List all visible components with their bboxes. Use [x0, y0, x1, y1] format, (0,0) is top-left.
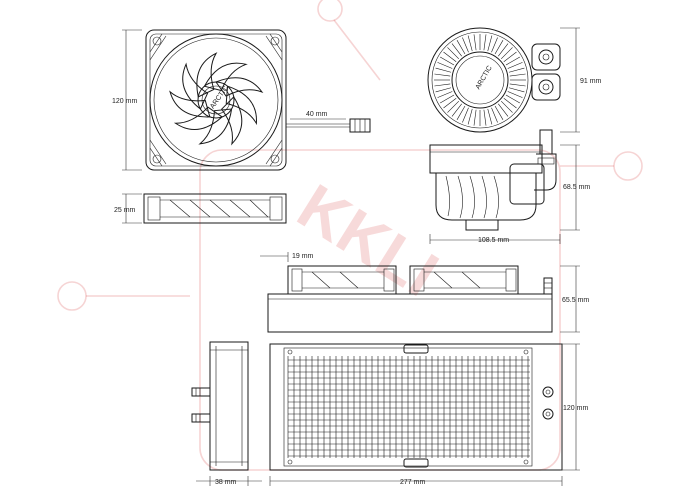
pump-fin [447, 47, 459, 59]
pump-fin [494, 105, 504, 120]
fan-side-view [143, 193, 287, 224]
pump-fin [507, 91, 523, 98]
dim-radiator-length: 277 mm [269, 476, 563, 486]
fan-blade [203, 62, 248, 92]
pump-fin [487, 35, 493, 52]
pump-fin [440, 94, 455, 104]
dim-fan-thickness: 25 mm [114, 193, 142, 224]
pump-fin [487, 108, 493, 125]
pump-fin [498, 43, 509, 57]
radiator-assembly-label: 65.5 mm [562, 297, 589, 304]
dim-pump-height: 91 mm [560, 27, 602, 133]
dim-radiator-height: 120 mm [560, 343, 588, 471]
radiator-end-view [191, 341, 249, 471]
pump-side-view [429, 129, 557, 231]
fan-blade [225, 85, 257, 126]
pump-fin [434, 83, 451, 87]
dim-pump-body: 68.5 mm [560, 144, 590, 231]
pump-fin [498, 103, 509, 117]
fan-blade [169, 90, 211, 118]
dim-fan-offset: 19 mm [260, 252, 314, 262]
dim-pump-width: 108.5 mm [429, 234, 561, 244]
pump-fin [443, 98, 457, 109]
fan-blade [221, 96, 243, 146]
pump-fin [462, 107, 469, 123]
fan-height-label: 120 mm [112, 98, 137, 105]
pump-fin [508, 67, 525, 73]
pump-fin [491, 37, 498, 53]
pump-fin [447, 101, 459, 113]
fan-blade [196, 52, 218, 98]
pump-fin [451, 43, 462, 57]
pump-fin [507, 62, 523, 69]
cable-length-label: 40 mm [306, 111, 328, 118]
fan-offset-label: 19 mm [292, 253, 314, 260]
pump-fin [451, 103, 462, 117]
fan-blade [198, 108, 233, 145]
pump-fin [505, 94, 520, 104]
pump-fin [508, 87, 525, 93]
pump-fin [509, 73, 526, 77]
pump-fin [503, 51, 517, 62]
pump-fin [494, 40, 504, 55]
dim-fan-height: 120 mm [112, 29, 142, 171]
pump-top-view: ARCTIC [427, 27, 561, 133]
pump-fin [509, 83, 526, 87]
pump-fin [503, 98, 517, 109]
fan-front-view: ARCTIC [145, 29, 371, 171]
pump-fin [440, 56, 455, 66]
pump-fin [437, 62, 453, 69]
pump-fin [434, 73, 451, 77]
fan-blade [182, 62, 209, 110]
dim-radiator-thickness: 38 mm [196, 476, 262, 486]
pump-fin [505, 56, 520, 66]
pump-fin [491, 107, 498, 123]
radiator-length-label: 277 mm [400, 479, 425, 486]
pump-logo: ARCTIC [475, 65, 494, 91]
pump-fin [501, 47, 513, 59]
pump-width-label: 108.5 mm [478, 237, 509, 244]
pump-fin [437, 91, 453, 98]
pump-fin [473, 34, 477, 51]
pump-fin [467, 108, 473, 125]
fan-blade [215, 77, 264, 97]
radiator-side-view [267, 265, 553, 333]
pump-fin [467, 35, 473, 52]
fan-blade [173, 106, 223, 130]
fan-thickness-label: 25 mm [114, 207, 136, 214]
pump-height-label: 91 mm [580, 78, 602, 85]
pump-fin [435, 67, 452, 73]
pump-fin [473, 109, 477, 126]
pump-fin [462, 37, 469, 53]
pump-fin [435, 87, 452, 93]
dim-radiator-assembly: 65.5 mm [560, 265, 589, 333]
pump-fin [456, 105, 466, 120]
radiator-height-label: 120 mm [563, 405, 588, 412]
pump-fin [483, 109, 487, 126]
pump-fin [456, 40, 466, 55]
pump-fin [443, 51, 457, 62]
pump-fin [483, 34, 487, 51]
radiator-thickness-label: 38 mm [215, 479, 237, 486]
pump-fin [501, 101, 513, 113]
dim-cable-length: 40 mm [290, 111, 346, 120]
pump-body-label: 68.5 mm [563, 184, 590, 191]
watermark-text: KKLI [286, 170, 451, 310]
radiator-front-view [269, 343, 563, 471]
